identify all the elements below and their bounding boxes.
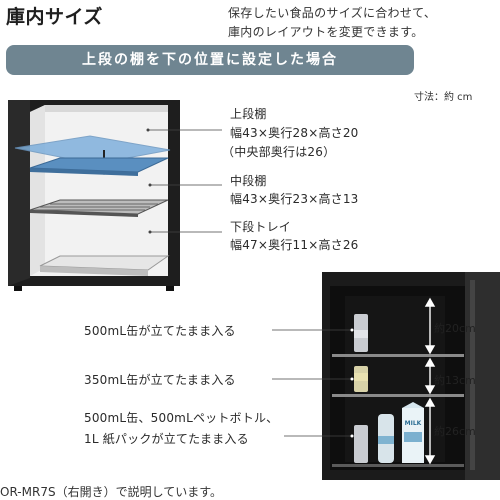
unit-note: 寸法：約 cm [414, 92, 473, 103]
fridge-interior-photo [272, 272, 500, 480]
intro-text-line-2: 庫内のレイアウトを変更できます。 [228, 25, 424, 39]
capacity-bottom-line-1: 500mL缶、500mLペットボトル、 [84, 411, 279, 425]
lower-tray-dimensions: 幅47×奥行11×高さ26 [230, 238, 359, 252]
intro-text-line-1: 保存したい食品のサイズに合わせて、 [228, 6, 437, 20]
footer-note: OR-MR7S（右開き）で説明しています。 [0, 485, 223, 499]
capacity-middle: 350mL缶が立てたまま入る [84, 373, 236, 387]
height-bottom: 約26cm [434, 425, 476, 438]
upper-shelf-heading: 上段棚 [230, 107, 267, 121]
lower-tray-heading: 下段トレイ [230, 220, 292, 234]
cabinet-diagram [8, 100, 222, 291]
can-500ml-bottom [354, 425, 368, 463]
height-top: 約20cm [434, 322, 476, 335]
lower-tray [39, 255, 170, 271]
page-title: 庫内サイズ [6, 6, 103, 28]
middle-shelf [29, 199, 169, 217]
photo-shelf-upper [332, 354, 464, 357]
upper-shelf-note: （中央部奥行は26） [222, 145, 336, 159]
photo-shelf-lower [332, 394, 464, 397]
middle-shelf-heading: 中段棚 [230, 174, 267, 188]
capacity-top: 500mL缶が立てたまま入る [84, 324, 236, 338]
height-middle: 約13cm [434, 374, 476, 387]
layout-banner: 上段の棚を下の位置に設定した場合 [6, 45, 414, 75]
capacity-bottom-line-2: 1L 紙パックが立てたまま入る [84, 432, 249, 446]
upper-shelf-dimensions: 幅43×奥行28×高さ20 [230, 126, 359, 140]
milk-label: MILK [405, 420, 422, 427]
middle-shelf-dimensions: 幅43×奥行23×高さ13 [230, 192, 359, 206]
